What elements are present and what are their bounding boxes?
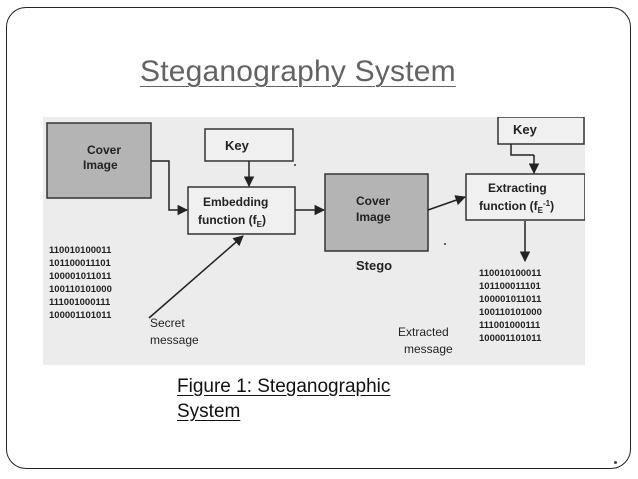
arrow-key-to-extracting-line <box>510 144 534 156</box>
extracting-label-2: function (fE-1) <box>479 199 554 215</box>
extracted-bit-row: 100001011011 <box>479 294 542 305</box>
key-right-label: Key <box>513 122 538 137</box>
secret-message-bits: 110010100011 101100011101 100001011011 1… <box>49 245 112 321</box>
cover-image-mid-box: Cover Image <box>324 173 429 252</box>
extracted-bit-row: 100001101011 <box>479 333 542 344</box>
extracted-message-bits: 110010100011 101100011101 100001011011 1… <box>479 268 542 344</box>
cover-image-mid-label-1: Cover <box>356 194 390 208</box>
secret-bit-row: 110010100011 <box>49 245 112 256</box>
arrow-cover-to-embedding <box>151 160 189 216</box>
stego-label: Stego <box>356 258 392 273</box>
extracted-label-2: message <box>404 342 453 356</box>
caption-line-1: Figure 1: Steganographic <box>177 376 391 397</box>
key-box-right: Key <box>497 117 585 145</box>
arrow-secret-to-embedding <box>148 235 244 319</box>
extracted-bit-row: 100110101000 <box>479 307 542 318</box>
arrow-cover-to-extracting <box>427 195 466 211</box>
caption-line-2: System <box>177 401 241 422</box>
embedding-label-1: Embedding <box>203 195 268 209</box>
secret-bit-row: 111001000111 <box>49 297 111 308</box>
key-left-label: Key <box>225 138 250 153</box>
secret-label-1: Secret <box>150 316 185 330</box>
extracted-label-1: Extracted <box>398 325 449 339</box>
cover-image-mid-label-2: Image <box>356 210 391 224</box>
extracted-bit-row: 101100011101 <box>479 281 542 292</box>
secret-bit-row: 100110101000 <box>49 284 112 295</box>
extracting-label-1: Extracting <box>488 181 547 195</box>
secret-bit-row: 100001011011 <box>49 271 112 282</box>
key-box-left: Key <box>204 128 294 162</box>
extracted-bit-row: 111001000111 <box>479 320 541 331</box>
embedding-function-box: Embedding function (fE) <box>187 186 296 235</box>
cover-image-box: Cover Image <box>46 122 152 199</box>
slide-title: Steganography System <box>140 55 456 88</box>
secret-bit-row: 101100011101 <box>49 258 112 269</box>
cover-image-label-2: Image <box>83 158 118 172</box>
flow-arrows <box>148 144 540 319</box>
secret-label-2: message <box>150 333 199 347</box>
extracting-function-box: Extracting function (fE-1) <box>465 173 585 221</box>
secret-bit-row: 100001101011 <box>49 310 112 321</box>
slide-corner-dot <box>614 461 617 464</box>
steganography-diagram: Cover Image Key Embedding function (fE) … <box>43 117 585 365</box>
extracted-bit-row: 110010100011 <box>479 268 542 279</box>
figure-caption: Figure 1: Steganographic System <box>177 374 390 424</box>
embedding-label-2: function (fE) <box>198 213 266 229</box>
cover-image-label-1: Cover <box>87 143 121 157</box>
